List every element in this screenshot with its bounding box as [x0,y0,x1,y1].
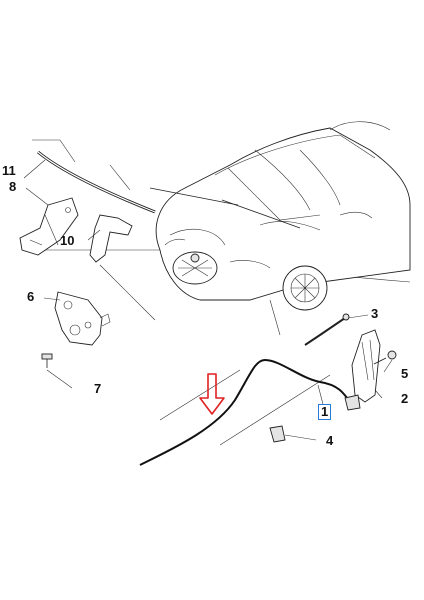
part-3-cable-end [304,313,350,346]
part-2-release-handle [351,329,381,403]
callout-7: 7 [94,381,102,396]
part-7-bolt [41,353,53,368]
callout-4: 4 [326,433,334,448]
down-arrow-icon [199,373,225,415]
callout-3: 3 [371,306,379,321]
callout-11: 11 [2,163,16,178]
part-1-release-cable [139,358,361,466]
callout-5: 5 [401,366,409,381]
callout-1: 1 [318,404,332,420]
part-6-lock [54,291,111,346]
callout-6: 6 [27,289,35,304]
callout-8: 8 [9,179,17,194]
callout-10: 10 [60,233,75,248]
part-5-screw [373,350,397,365]
leader-lines [23,159,393,441]
callout-2: 2 [401,391,409,406]
part-10-bracket [89,214,133,263]
part-4-grommet [269,425,286,443]
part-8-hinge [19,197,79,256]
part-11-weatherstrip [37,150,156,214]
car-illustration [149,121,411,311]
